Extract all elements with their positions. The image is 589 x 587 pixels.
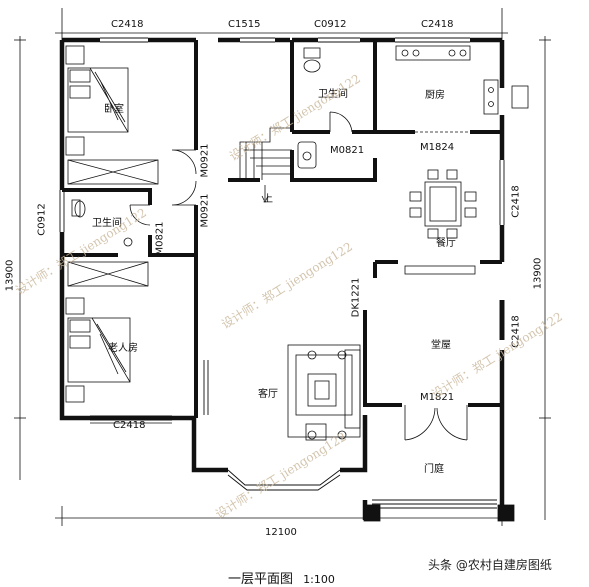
room-living: 客厅 [258, 389, 278, 400]
total-width-label: 12100 [265, 527, 297, 538]
door-stair-lower-label: M0921 [199, 193, 211, 228]
top-window-1-label: C2418 [111, 19, 144, 30]
door-bath-left-label: M0821 [154, 221, 166, 256]
source-credit: 头条 @农村自建房图纸 [428, 558, 552, 572]
door-kitchen-label: M1824 [420, 142, 455, 153]
door-living-dk-label: DK1221 [350, 277, 362, 318]
room-bath-top: 卫生间 [318, 89, 348, 100]
room-kitchen: 厨房 [425, 90, 445, 101]
door-hall-label: M1821 [420, 392, 455, 403]
room-elder: 老人房 [108, 343, 138, 354]
furniture [65, 45, 529, 522]
plan-title-text: 一层平面图 [228, 572, 294, 587]
bedroom-window-label: C2418 [113, 420, 146, 431]
door-stair-upper-label: M0921 [199, 143, 211, 178]
room-dining: 餐厅 [436, 238, 456, 249]
room-porch: 门庭 [424, 464, 444, 475]
door-swings [129, 111, 470, 441]
room-bath-left: 卫生间 [92, 218, 122, 229]
top-window-4-label: C2418 [421, 19, 454, 30]
interior-walls [62, 40, 502, 418]
windows [59, 37, 505, 509]
right-window-dining-label: C2418 [510, 185, 522, 218]
dimension-lines [14, 8, 551, 526]
room-hall: 堂屋 [431, 340, 451, 351]
top-window-2-label: C1515 [228, 19, 261, 30]
plan-title: 一层平面图 1:100 [228, 568, 335, 587]
top-window-3-label: C0912 [314, 19, 347, 30]
stair-up-label: 上 [263, 194, 273, 205]
door-bath-top-label: M0821 [330, 145, 365, 156]
staircase [239, 127, 292, 203]
left-window-label: C0912 [36, 203, 48, 236]
plan-scale: 1:100 [303, 573, 335, 586]
right-height-label: 13900 [532, 257, 544, 290]
room-bedroom: 卧室 [104, 104, 124, 115]
